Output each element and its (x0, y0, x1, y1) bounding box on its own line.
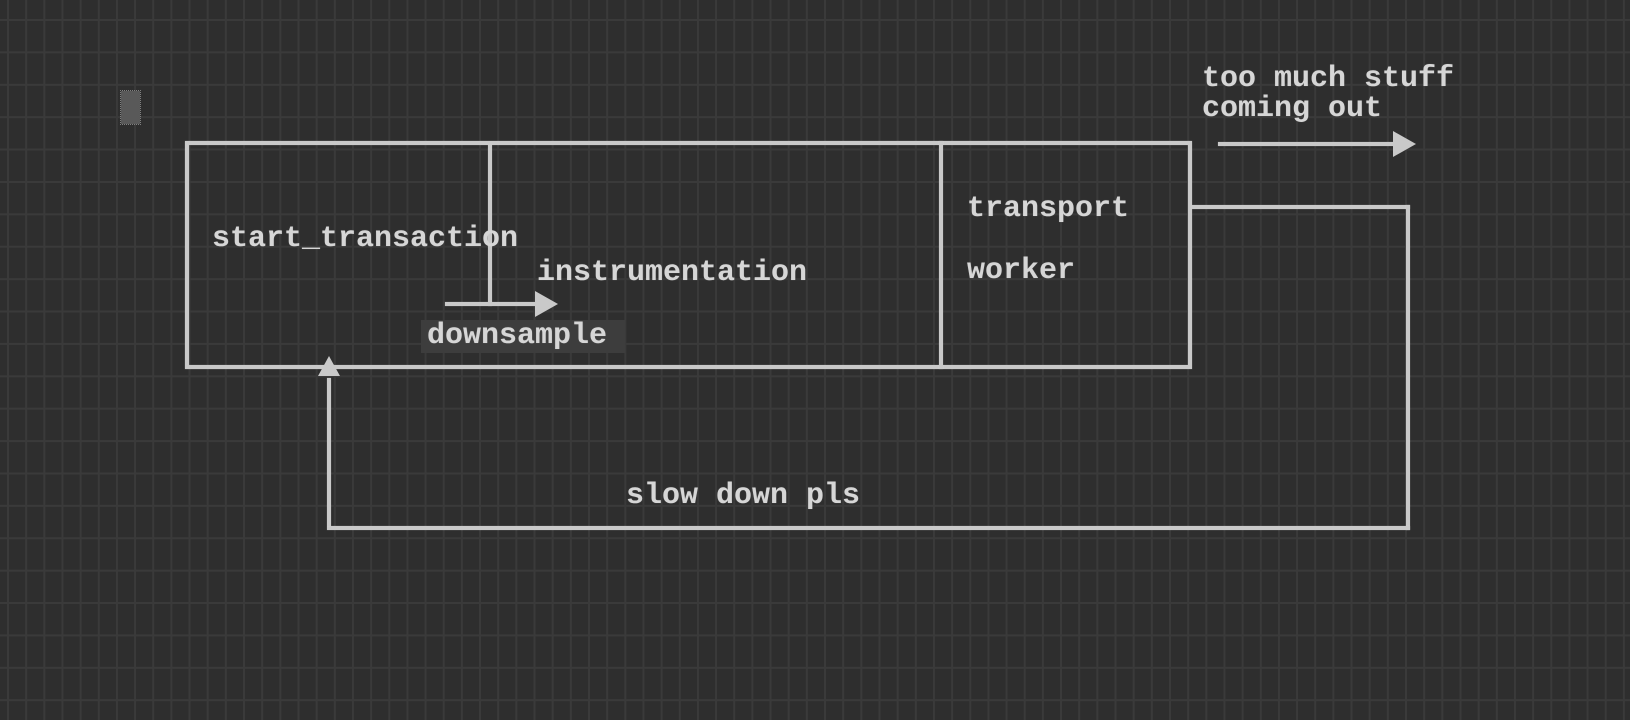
output-annotation-line2: coming out (1202, 92, 1383, 126)
stage3-label-line2: worker (967, 254, 1076, 288)
feedback-loop-bottom-line (327, 526, 1410, 530)
instrumentation-divider-line (488, 145, 492, 306)
pipeline-box-outline (185, 141, 1192, 369)
transport-divider-line (939, 141, 943, 369)
downsample-arrowhead-right-icon (535, 291, 558, 317)
feedback-loop-top-line (1192, 205, 1410, 209)
text-cursor (120, 90, 141, 125)
output-arrowhead-right-icon (1393, 131, 1416, 157)
stage2-sublabel: downsample (421, 320, 626, 353)
feedback-loop-right-line (1406, 205, 1410, 530)
feedback-arrowhead-up-icon (318, 356, 340, 376)
output-arrow-shaft (1218, 142, 1394, 146)
stage1-label: start_transaction (212, 222, 519, 256)
downsample-arrow-shaft (445, 302, 535, 306)
feedback-annotation-label: slow down pls (626, 479, 861, 513)
output-annotation-line1: too much stuff (1202, 62, 1455, 96)
feedback-loop-left-line (327, 378, 331, 526)
stage2-label: instrumentation (537, 256, 808, 290)
stage3-label-line1: transport (967, 192, 1130, 226)
